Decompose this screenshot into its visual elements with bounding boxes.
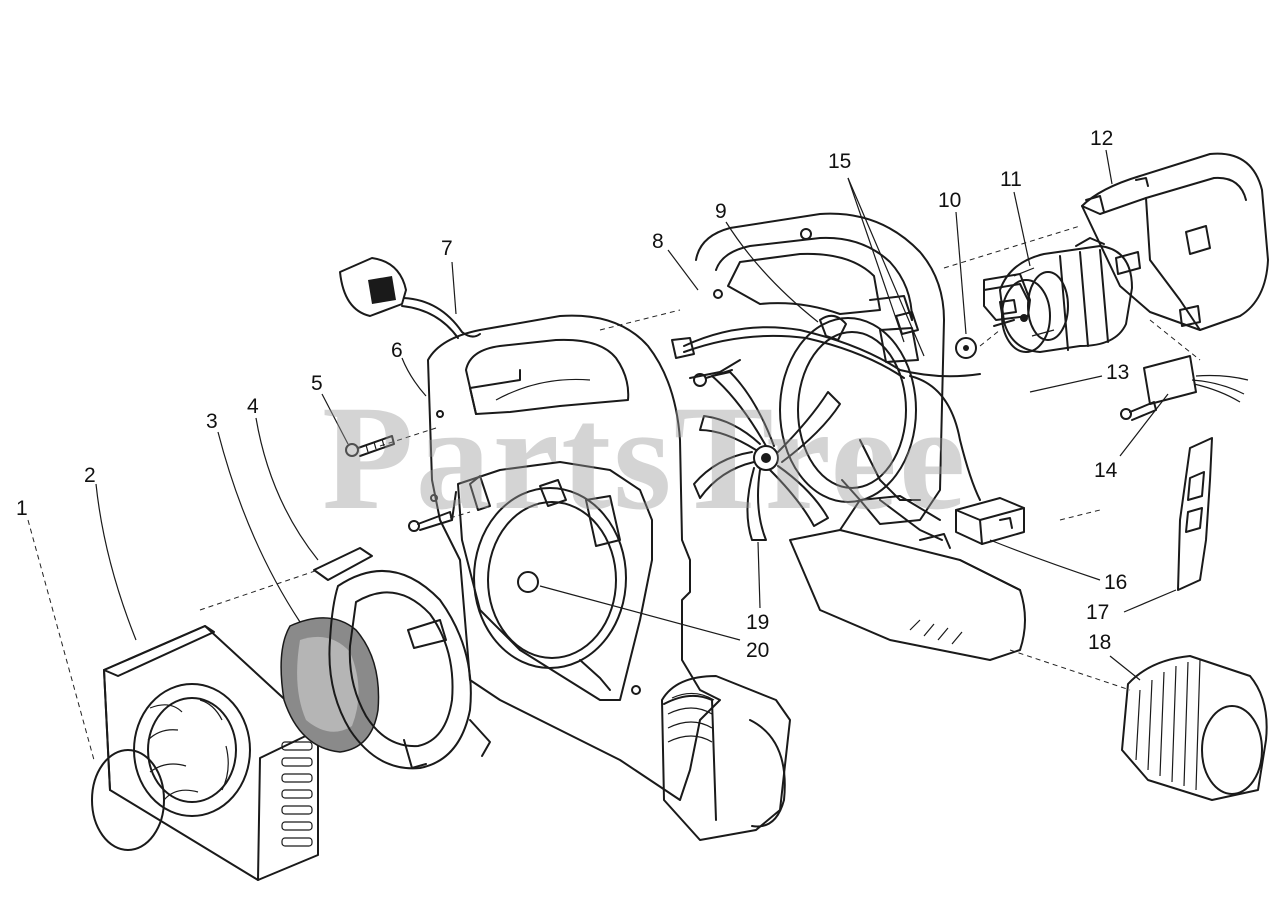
- callout-9: 9: [715, 200, 727, 223]
- callout-18: 18: [1088, 631, 1112, 654]
- callout-12: 12: [1090, 127, 1114, 150]
- part-8-rear-housing: [695, 212, 945, 541]
- callout-20: 20: [746, 639, 770, 662]
- callout-3: 3: [206, 410, 218, 433]
- callout-16: 16: [1104, 571, 1128, 594]
- callout-8: 8: [652, 230, 664, 253]
- part-18-nozzle-cap: [1121, 655, 1268, 801]
- part-13-switch: [983, 273, 1031, 321]
- callout-11: 11: [1000, 168, 1022, 191]
- housing-screw: [408, 511, 453, 532]
- part-3-foam-filter: [280, 617, 380, 753]
- callout-4: 4: [247, 395, 259, 418]
- part-17-lever: [1177, 437, 1213, 591]
- callout-2: 2: [84, 464, 96, 487]
- part-14-bracket: [1120, 355, 1249, 421]
- part-6-main-housing: [427, 314, 721, 801]
- callout-10: 10: [938, 189, 962, 212]
- part-7-power-cord: [339, 257, 481, 339]
- internal-wiring: [671, 326, 981, 501]
- outlet-tube-rear: [789, 495, 1026, 661]
- part-12-motor-cover: [1081, 152, 1269, 331]
- part-11-motor: [993, 237, 1133, 353]
- callout-19: 19: [746, 611, 770, 634]
- callout-15: 15: [828, 150, 852, 173]
- callout-14: 14: [1094, 459, 1118, 482]
- part-5-screw: [345, 435, 395, 457]
- callout-17: 17: [1086, 601, 1110, 624]
- callout-5: 5: [311, 372, 323, 395]
- part-4-filter-holder: [313, 547, 491, 770]
- callout-1: 1: [16, 497, 28, 520]
- part-10-washer: [955, 337, 977, 359]
- callout-13: 13: [1106, 361, 1130, 384]
- leader-lines: [27, 149, 1201, 761]
- part-15-brackets: [819, 311, 919, 341]
- callout-7: 7: [441, 237, 453, 260]
- part-16-switch-block: [955, 497, 1025, 545]
- part-19-impeller: [689, 317, 917, 541]
- callout-6: 6: [391, 339, 403, 362]
- outlet-tube-front: [661, 675, 791, 841]
- part-2-intake-cover: [103, 625, 319, 881]
